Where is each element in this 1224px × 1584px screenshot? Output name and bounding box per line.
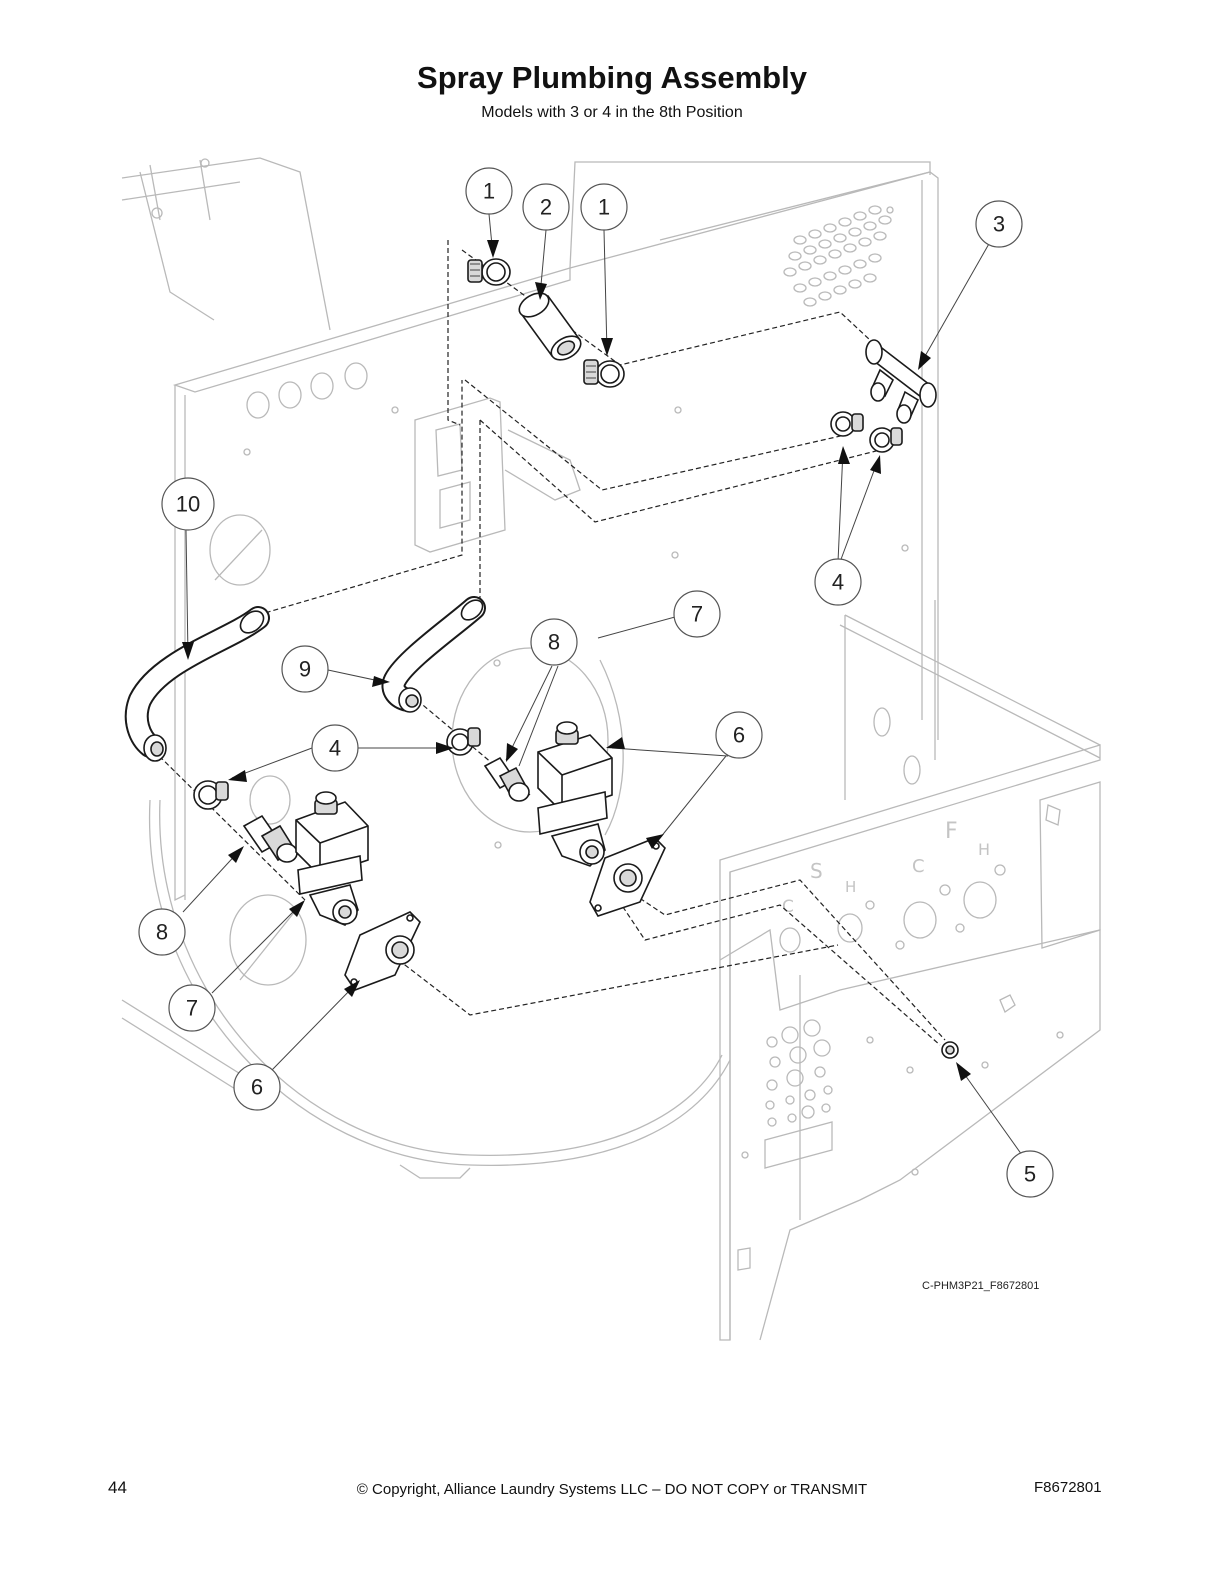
- callout-label: 4: [329, 736, 341, 761]
- callout-7: 7: [673, 590, 721, 638]
- callout-label: 6: [733, 723, 745, 748]
- hose-clamp: [869, 427, 903, 453]
- mounting-flange: [344, 911, 421, 991]
- bulkhead-fitting: [941, 1041, 959, 1059]
- callout-label: 8: [156, 920, 168, 945]
- leader-arrowheads: [182, 240, 971, 1081]
- copyright-notice: © Copyright, Alliance Laundry Systems LL…: [356, 1481, 868, 1498]
- callout-7: 7: [168, 984, 216, 1032]
- callout-1: 1: [580, 183, 628, 231]
- barb-fitting: [483, 756, 530, 802]
- tee-fitting: [865, 339, 937, 424]
- callout-label: 4: [832, 570, 844, 595]
- leader-lines: [182, 213, 1023, 1156]
- callout-8: 8: [530, 618, 578, 666]
- short-hose: [381, 596, 486, 713]
- hose-clamp: [193, 780, 229, 810]
- hose-coupling: [518, 292, 582, 361]
- callout-5: 5: [1006, 1150, 1054, 1198]
- callout-10: 10: [161, 477, 215, 531]
- page-subtitle: Models with 3 or 4 in the 8th Position: [481, 104, 743, 121]
- hose-clamp: [830, 411, 864, 437]
- hose-clamp: [467, 258, 511, 286]
- callout-label: 3: [993, 212, 1005, 237]
- barb-fitting: [242, 814, 298, 863]
- mounting-flange: [589, 837, 666, 917]
- panel-letter: C: [912, 856, 925, 877]
- hose-clamp: [583, 359, 625, 388]
- panel-letter: C: [782, 897, 794, 917]
- long-hose: [124, 606, 270, 762]
- solenoid-valve: [537, 721, 613, 867]
- vent-grid: [783, 205, 892, 307]
- drawing-id: C-PHM3P21_F8672801: [922, 1280, 1040, 1292]
- hose-clamp: [446, 727, 481, 756]
- callout-label: 8: [548, 630, 560, 655]
- callout-4: 4: [814, 558, 862, 606]
- callout-6: 6: [233, 1063, 281, 1111]
- callout-label: 9: [299, 657, 311, 682]
- callout-label: 10: [176, 492, 200, 517]
- callout-8: 8: [138, 908, 186, 956]
- callout-2: 2: [522, 183, 570, 231]
- machine-frame-ghost: [121, 157, 1101, 1341]
- panel-letter: H: [845, 878, 856, 896]
- callout-3: 3: [975, 200, 1023, 248]
- callout-label: 2: [540, 195, 552, 220]
- callout-9: 9: [281, 645, 329, 693]
- callout-1: 1: [465, 167, 513, 215]
- callout-label: 1: [598, 195, 610, 220]
- page-title: Spray Plumbing Assembly: [417, 60, 807, 95]
- panel-letter: S: [810, 859, 823, 883]
- callout-label: 6: [251, 1075, 263, 1100]
- callout-label: 7: [186, 996, 198, 1021]
- panel-letter: F: [945, 819, 958, 844]
- callout-6: 6: [715, 711, 763, 759]
- panel-letter: H: [978, 840, 990, 859]
- callout-label: 1: [483, 179, 495, 204]
- panel-button-grid: [764, 1019, 833, 1169]
- page-number: 44: [108, 1478, 127, 1497]
- callout-4: 4: [311, 724, 359, 772]
- document-number: F8672801: [1034, 1479, 1102, 1496]
- solenoid-valve: [295, 791, 369, 926]
- callout-label: 5: [1024, 1162, 1036, 1187]
- panel-letters: F H C S H C: [782, 819, 990, 917]
- callout-label: 7: [691, 602, 703, 627]
